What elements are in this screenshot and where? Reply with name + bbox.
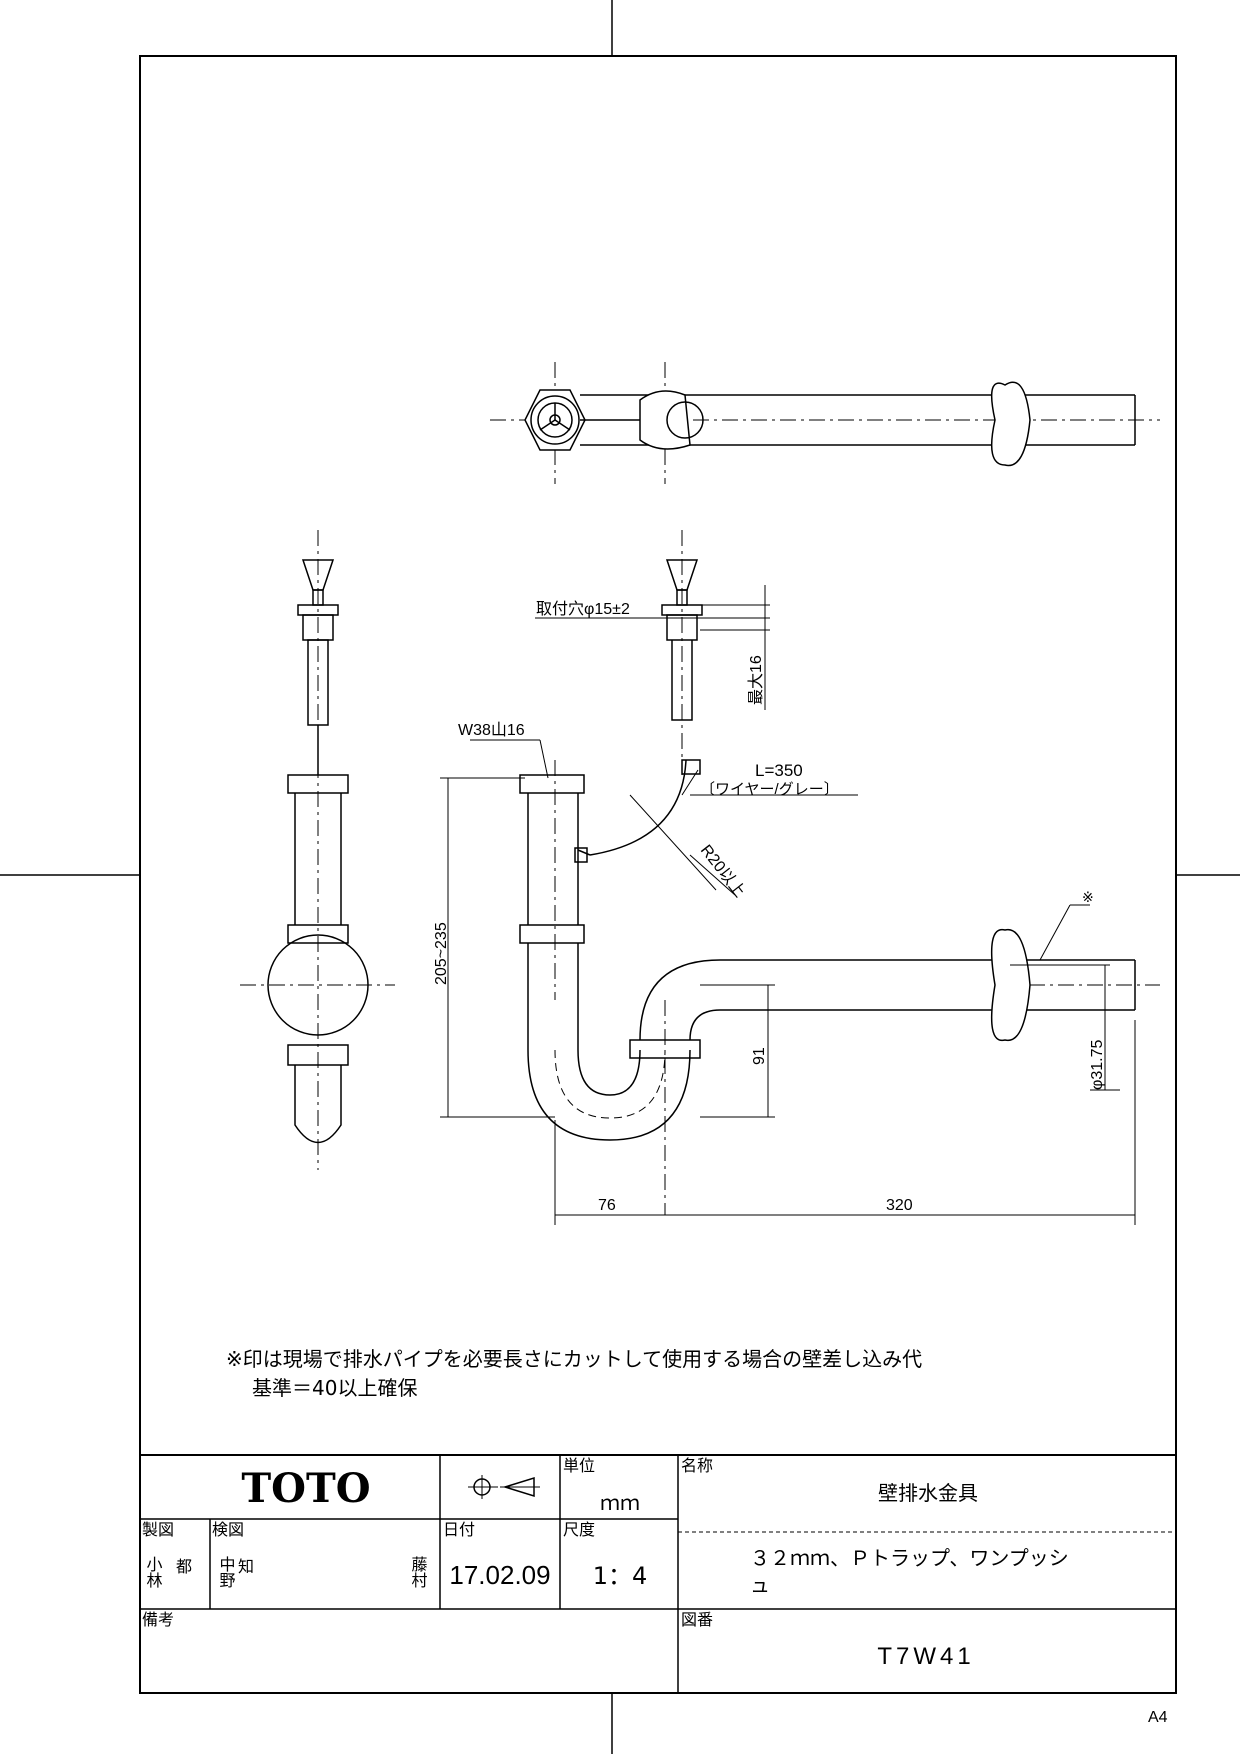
drawn-signature-1: 小林 [144, 1556, 163, 1588]
description-line-1: ３２ｍｍ、Ｐトラップ、ワンプッシ [750, 1546, 1069, 1570]
note-line-2: 基準＝40以上確保 [252, 1376, 417, 1400]
reference-mark: ※ [1082, 890, 1094, 906]
unit-value: ｍｍ [600, 1491, 640, 1515]
front-view [519, 530, 1160, 1215]
name-value: 壁排水金具 [878, 1481, 978, 1505]
drawing-no-label: 図番 [681, 1610, 713, 1629]
remarks-label: 備考 [142, 1610, 174, 1629]
drawn-signature-2: 都 [176, 1557, 192, 1576]
dim-radius-label: R20以上 [697, 841, 749, 900]
name-label: 名称 [681, 1456, 713, 1475]
checked-signature-1: 中野 [217, 1556, 236, 1588]
scale-label: 尺度 [563, 1520, 595, 1539]
dim-w38-label: W38山16 [458, 721, 525, 739]
dim-91-label: 91 [751, 1047, 768, 1065]
description-line-2: ュ [750, 1573, 770, 1597]
scale-value: 1：4 [593, 1562, 648, 1590]
dim-diameter-label: φ31.75 [1089, 1039, 1106, 1090]
checked-label: 検図 [212, 1520, 244, 1539]
dimension-lines [440, 585, 1136, 1225]
checked-signature-3: 藤村 [409, 1556, 428, 1588]
paper-size: A4 [1148, 1709, 1168, 1726]
drawing-no-value: T7W41 [877, 1643, 974, 1670]
dim-76-label: 76 [598, 1197, 616, 1214]
dim-max16-label: 最大16 [747, 655, 765, 705]
date-label: 日付 [443, 1520, 475, 1539]
side-view [240, 530, 395, 1170]
title-block [140, 1454, 1176, 1693]
dim-wire-note-label: 〔ワイヤー/グレー〕 [700, 781, 839, 798]
brand-logo: TOTO [241, 1465, 370, 1512]
dim-wire-length-label: L=350 [755, 761, 803, 780]
checked-signature-2: 知 [238, 1557, 254, 1576]
dim-hole-label: 取付穴φ15±2 [536, 600, 630, 618]
dim-320-label: 320 [886, 1197, 913, 1214]
drawn-label: 製図 [142, 1520, 174, 1539]
unit-label: 単位 [563, 1456, 595, 1475]
top-view [490, 362, 1160, 484]
dim-height-label: 205~235 [433, 922, 450, 985]
note-line-1: ※印は現場で排水パイプを必要長さにカットして使用する場合の壁差し込み代 [226, 1347, 922, 1371]
date-value: 17.02.09 [449, 1560, 550, 1590]
